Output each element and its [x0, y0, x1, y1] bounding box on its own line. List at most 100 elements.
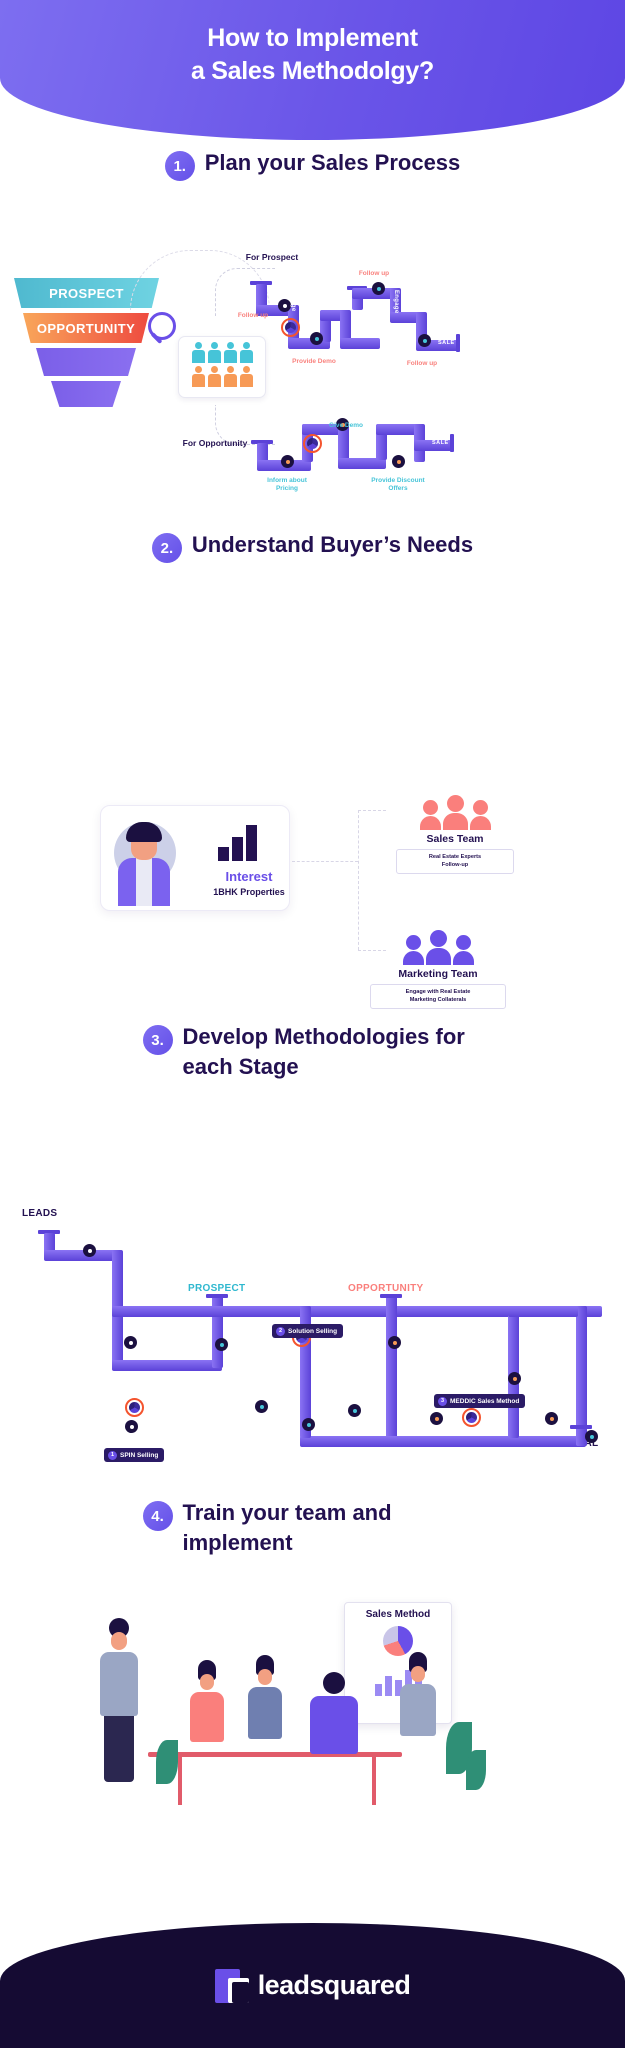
page-header: How to Implement a Sales Methodolgy? [0, 0, 625, 140]
method-number: 3 [438, 1396, 447, 1406]
method-number: 2 [276, 1326, 285, 1336]
team-card-sales: Sales Team Real Estate Experts Follow-up [396, 795, 514, 874]
tag-sale: SALE [438, 340, 455, 346]
leadsquared-logo-icon [214, 1968, 249, 2003]
connector-line [358, 950, 386, 951]
connector-line [215, 268, 275, 316]
team-detail-line: Real Estate Experts [428, 854, 482, 860]
person-icon [425, 930, 451, 965]
method-tag-spin: 1 SPIN Selling [104, 1448, 165, 1462]
funnel-stage-opportunity: OPPORTUNITY [23, 313, 149, 343]
pipeline-label-leads: LEADS [22, 1208, 58, 1219]
team-name-marketing: Marketing Team [398, 968, 478, 980]
method-tag-solution: 2 Solution Selling [272, 1324, 344, 1338]
pipeline-node [83, 1244, 96, 1257]
person-icon [191, 366, 205, 387]
pipeline-node [388, 1336, 401, 1349]
person-icon [402, 935, 424, 965]
step-4-title: Train your team and implement [182, 1500, 392, 1555]
pipeline-node [278, 299, 291, 312]
valve-icon [303, 434, 322, 453]
step-1-title: Plan your Sales Process [204, 150, 461, 175]
person-icon [239, 366, 253, 387]
meeting-table [148, 1752, 402, 1757]
pipeline-node [372, 282, 385, 295]
pipe-label-followup: Follow up [237, 312, 269, 319]
pipe-label-engage: Engage [290, 288, 296, 312]
page-title-line-2: a Sales Methodolgy? [191, 57, 434, 85]
table-leg [372, 1757, 376, 1805]
pipeline-label-prospect: PROSPECT [188, 1283, 246, 1294]
pie-chart-icon [383, 1626, 413, 1656]
step-3-badge: 3. [142, 1025, 173, 1055]
method-tag-meddic: 3 MEDDIC Sales Method [434, 1394, 526, 1408]
person-icon [442, 795, 468, 830]
table-leg [178, 1757, 182, 1805]
pipeline-node [310, 332, 323, 345]
pipe-label-inform-pricing: Inform about Pricing [267, 477, 307, 493]
plant-decoration [466, 1750, 486, 1790]
attendee-seated-back [310, 1672, 358, 1754]
people-row-prospects [183, 342, 261, 363]
branch-label-prospect: For Prospect [245, 252, 299, 262]
pipe-label-followup-top: Follow up [358, 270, 390, 277]
search-icon [148, 312, 186, 356]
pipeline-node [215, 1338, 228, 1351]
pipeline-node [302, 1418, 315, 1431]
person-icon [207, 342, 221, 363]
interest-subtitle: 1BHK Properties [213, 887, 285, 897]
pipeline-node [125, 1420, 138, 1433]
team-card-marketing: Marketing Team Engage with Real Estate M… [370, 930, 506, 1009]
pipeline-node [392, 455, 405, 468]
method-number: 1 [108, 1450, 117, 1460]
pipe-label-followup-end: Follow up [406, 360, 438, 367]
person-icon [191, 342, 205, 363]
connector-line [215, 405, 275, 445]
attendee-standing [100, 1618, 138, 1782]
person-icon [469, 800, 491, 830]
attendee-seated-1 [190, 1660, 224, 1742]
team-detail-line: Engage with Real Estate [405, 989, 471, 995]
team-details-marketing: Engage with Real Estate Marketing Collat… [370, 984, 506, 1009]
team-name-sales: Sales Team [426, 833, 484, 845]
pipeline-node [348, 1404, 361, 1417]
person-icon [207, 366, 221, 387]
step-2-title: Understand Buyer’s Needs [191, 532, 474, 557]
pipe-label-engage: Engage [393, 290, 399, 314]
people-segments-card [178, 336, 266, 398]
brand-name: leadsquared [257, 1970, 411, 2000]
people-group-icon [370, 930, 506, 965]
attendee-seated-3 [400, 1652, 436, 1736]
step-1-badge: 1. [164, 151, 195, 181]
person-icon [239, 342, 253, 363]
person-icon [223, 366, 237, 387]
valve-icon [281, 318, 300, 337]
pipeline-node [336, 418, 349, 431]
pipeline-node [124, 1336, 137, 1349]
connector-line [358, 810, 386, 811]
step-1-heading: 1. Plan your Sales Process [0, 148, 625, 181]
pipeline-node [430, 1412, 443, 1425]
method-label: MEDDIC Sales Method [450, 1397, 520, 1405]
avatar-shirt [136, 858, 152, 906]
bar-chart-icon [218, 825, 257, 861]
sales-funnel: PROSPECT OPPORTUNITY [14, 278, 159, 412]
pipe-label-provide-discount: Provide Discount Offers [371, 477, 425, 493]
step-3-heading: 3. Develop Methodologies for each Stage [0, 1022, 625, 1082]
step-4-badge: 4. [142, 1501, 173, 1531]
team-details-sales: Real Estate Experts Follow-up [396, 849, 514, 874]
connector-line [292, 861, 358, 862]
pipe-label-provide-demo: Provide Demo [292, 358, 336, 365]
funnel-stage-4 [51, 381, 121, 407]
valve-icon [125, 1398, 144, 1417]
pipeline-label-opportunity: OPPORTUNITY [348, 1283, 424, 1294]
branch-label-opportunity: For Opportunity [182, 438, 248, 448]
team-detail-line: Marketing Collaterals [409, 997, 467, 1004]
pipe-label-give-demo: Give Demo [329, 422, 363, 429]
attendee-seated-2 [248, 1655, 282, 1739]
person-icon [452, 935, 474, 965]
valve-icon [462, 1408, 481, 1427]
people-row-opportunities [183, 366, 261, 387]
interest-title: Interest [225, 869, 273, 884]
step-2-badge: 2. [151, 533, 182, 563]
